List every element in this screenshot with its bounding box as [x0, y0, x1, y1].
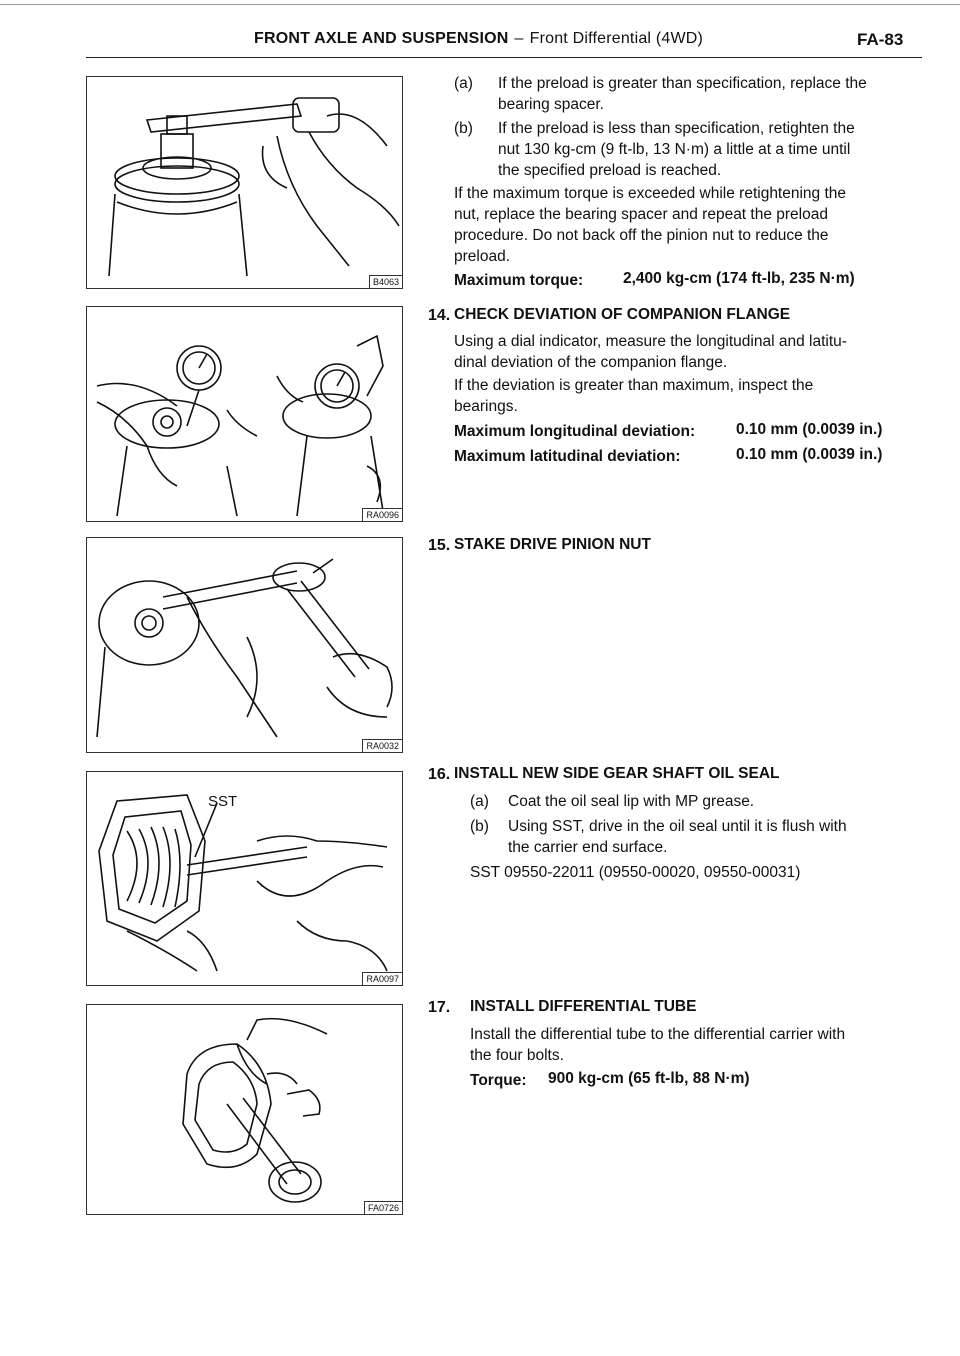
subsection-name: Front Differential (4WD)	[529, 30, 704, 47]
step16-title: INSTALL NEW SIDE GEAR SHAFT OIL SEAL	[454, 765, 780, 782]
step13-b-line1: If the preload is less than specificatio…	[498, 120, 855, 137]
step15-number: 15.	[428, 537, 451, 554]
figure-oil-seal: SST RA0097	[86, 771, 403, 986]
top-scan-line	[0, 4, 960, 5]
step14-line2: dinal deviation of the companion flange.	[454, 354, 728, 371]
figure-differential-tube: FA0726	[86, 1004, 403, 1215]
step13-b-line3: the specified preload is reached.	[498, 162, 722, 179]
figure-code: RA0032	[362, 739, 403, 753]
step14-line4: bearings.	[454, 398, 518, 415]
figure-code: FA0726	[363, 1201, 403, 1215]
step14-spec2-label: Maximum latitudinal deviation:	[454, 448, 681, 465]
figure-torque-wrench: B4063	[86, 76, 403, 289]
step13-para-line2: nut, replace the bearing spacer and repe…	[454, 206, 828, 223]
header-dash: –	[514, 30, 524, 47]
dial-indicator-flange-illustration	[96, 334, 384, 517]
differential-tube-illustration	[182, 1017, 328, 1203]
step14-title: CHECK DEVIATION OF COMPANION FLANGE	[454, 306, 791, 323]
step13-a-label: (a)	[454, 75, 473, 92]
step14-spec1-label: Maximum longitudinal deviation:	[454, 423, 696, 440]
step14-line3: If the deviation is greater than maximum…	[454, 377, 814, 394]
figure-staking: RA0032	[86, 537, 403, 753]
figure-code: RA0096	[362, 508, 403, 522]
step16-b-label: (b)	[470, 818, 489, 835]
step17-spec-value: 900 kg-cm (65 ft-lb, 88 N·m)	[548, 1070, 750, 1087]
step14-number: 14.	[428, 307, 451, 324]
step13-a-line1: If the preload is greater than specifica…	[498, 75, 867, 92]
step16-number: 16.	[428, 766, 451, 783]
header-rule	[86, 57, 922, 58]
step13-para-line3: procedure. Do not back off the pinion nu…	[454, 227, 829, 244]
page-header: FRONT AXLE AND SUSPENSION–Front Differen…	[0, 30, 960, 54]
hammer-staking-illustration	[96, 558, 393, 738]
step14-spec1-value: 0.10 mm (0.0039 in.)	[736, 421, 883, 438]
figure-code: B4063	[368, 275, 403, 289]
figure-dial-indicator: RA0096	[86, 306, 403, 522]
figure-code: RA0097	[362, 972, 403, 986]
page-number: FA-83	[857, 30, 904, 49]
section-title: FRONT AXLE AND SUSPENSION–Front Differen…	[254, 30, 703, 48]
step15-title: STAKE DRIVE PINION NUT	[454, 536, 651, 553]
step13-para-line1: If the maximum torque is exceeded while …	[454, 185, 847, 202]
step13-para-line4: preload.	[454, 248, 511, 265]
step17-number: 17.	[428, 999, 451, 1016]
step14-line1: Using a dial indicator, measure the long…	[454, 333, 847, 350]
step16-sst: SST 09550-22011 (09550-00020, 09550-0003…	[470, 864, 801, 881]
step17-title: INSTALL DIFFERENTIAL TUBE	[470, 998, 697, 1015]
step13-b-line2: nut 130 kg-cm (9 ft-lb, 13 N·m) a little…	[498, 141, 851, 158]
step17-spec-label: Torque:	[470, 1072, 527, 1089]
sst-oil-seal-illustration	[98, 794, 388, 972]
step14-spec2-value: 0.10 mm (0.0039 in.)	[736, 446, 883, 463]
step13-spec-label: Maximum torque:	[454, 272, 584, 289]
step17-line2: the four bolts.	[470, 1047, 564, 1064]
step16-b-line2: the carrier end surface.	[508, 839, 668, 856]
step13-spec-value: 2,400 kg-cm (174 ft-lb, 235 N·m)	[623, 270, 855, 287]
sst-label: SST	[208, 793, 238, 810]
step13-b-label: (b)	[454, 120, 473, 137]
step16-b-line1: Using SST, drive in the oil seal until i…	[508, 818, 847, 835]
step17-line1: Install the differential tube to the dif…	[470, 1026, 846, 1043]
torque-wrench-preload-illustration	[108, 97, 400, 277]
step16-a-label: (a)	[470, 793, 489, 810]
section-name: FRONT AXLE AND SUSPENSION	[254, 30, 509, 47]
step13-a-line2: bearing spacer.	[498, 96, 604, 113]
step16-a-text: Coat the oil seal lip with MP grease.	[508, 793, 755, 810]
